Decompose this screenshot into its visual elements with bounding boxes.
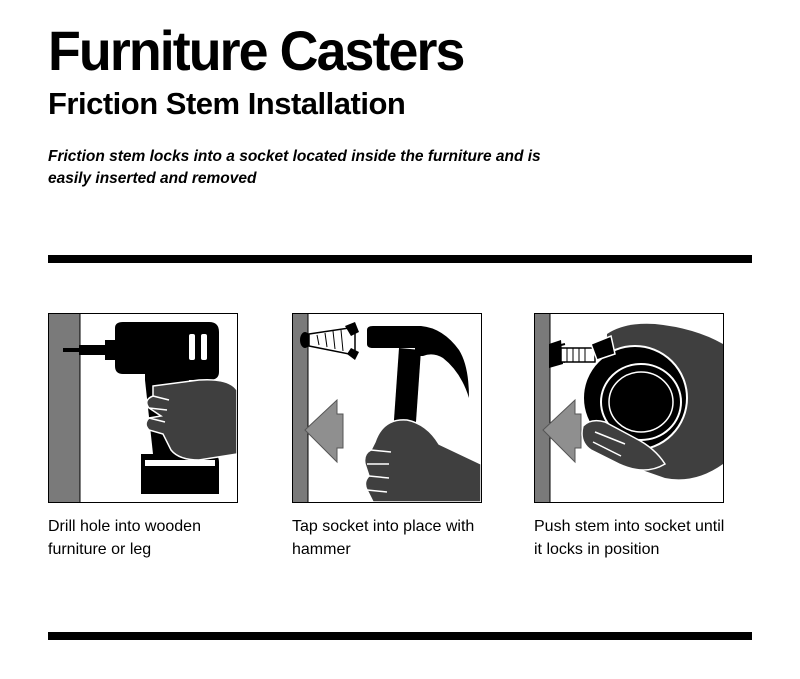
step-drill-caption: Drill hole into wooden furniture or leg — [48, 518, 201, 558]
step-caster: Push stem into socket until it locks in … — [534, 313, 724, 561]
step-drill-illustration — [48, 313, 238, 503]
top-divider — [48, 255, 752, 263]
page-title: Furniture Casters — [48, 19, 465, 82]
bottom-divider — [48, 632, 752, 640]
step-caster-caption: Push stem into socket until it locks in … — [534, 518, 725, 558]
page-subtitle: Friction Stem Installation — [48, 86, 406, 121]
hammer-icon — [293, 314, 481, 502]
step-hammer: Tap socket into place with hammer — [292, 313, 482, 561]
step-hammer-caption: Tap socket into place with hammer — [292, 518, 475, 558]
step-drill: Drill hole into wooden furniture or leg — [48, 313, 238, 561]
intro-text: Friction stem locks into a socket locate… — [48, 148, 541, 187]
caster-icon — [535, 314, 723, 502]
step-hammer-illustration — [292, 313, 482, 503]
step-caster-illustration — [534, 313, 724, 503]
drill-icon — [49, 314, 237, 502]
